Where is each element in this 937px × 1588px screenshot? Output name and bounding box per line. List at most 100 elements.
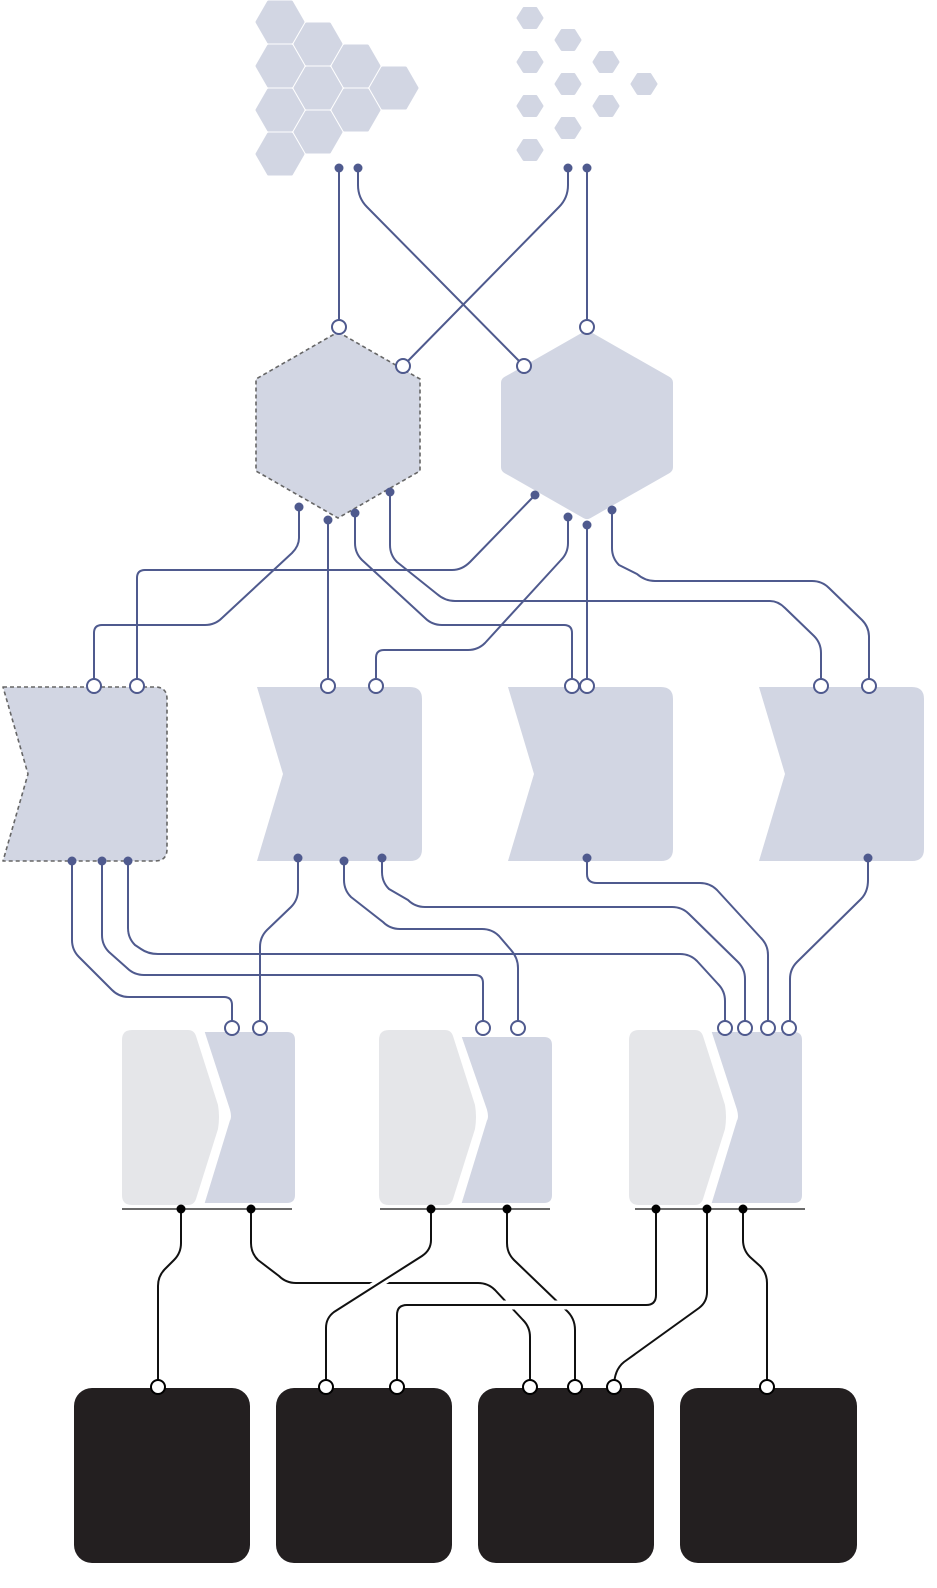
small-hexagon-icon	[592, 51, 620, 73]
output-port-dot[interactable]	[323, 515, 333, 525]
wire	[742, 1208, 768, 1388]
sink-box-4[interactable]	[680, 1388, 857, 1563]
output-port-dot[interactable]	[377, 853, 387, 863]
input-port[interactable]	[331, 319, 347, 335]
small-hexagon-icon	[554, 73, 582, 95]
wire	[259, 857, 299, 1029]
hexagon-node-1[interactable]	[255, 331, 421, 519]
blue-wires	[71, 167, 870, 1029]
ghost-chevron-1	[122, 1030, 219, 1205]
small-hexagon-icon	[554, 117, 582, 139]
small-hexagon-icon	[592, 95, 620, 117]
small-hexagon-icon	[630, 73, 658, 95]
output-port-dot[interactable]	[563, 512, 573, 522]
input-port[interactable]	[320, 678, 336, 694]
input-port[interactable]	[737, 1020, 753, 1036]
input-port[interactable]	[395, 358, 411, 374]
input-port[interactable]	[760, 1020, 776, 1036]
hexagon-icon	[369, 66, 419, 110]
chevron-block-2[interactable]	[457, 1033, 556, 1207]
sink-input-port[interactable]	[567, 1379, 583, 1395]
notched-block-1[interactable]	[2, 686, 168, 862]
output-port-dot[interactable]	[294, 502, 304, 512]
input-port[interactable]	[564, 678, 580, 694]
sink-input-port[interactable]	[150, 1379, 166, 1395]
output-port-dot[interactable]	[67, 856, 77, 866]
input-port[interactable]	[129, 678, 145, 694]
output-port-dot[interactable]	[651, 1204, 661, 1214]
output-port-dot[interactable]	[293, 853, 303, 863]
input-port[interactable]	[813, 678, 829, 694]
sink-input-port[interactable]	[522, 1379, 538, 1395]
source-clusters	[255, 0, 658, 176]
input-port[interactable]	[717, 1020, 733, 1036]
wire	[611, 509, 870, 687]
input-port[interactable]	[368, 678, 384, 694]
chevron-block-1[interactable]	[200, 1028, 299, 1207]
output-port-dot[interactable]	[176, 1204, 186, 1214]
output-port-dot[interactable]	[607, 505, 617, 515]
output-port-dot[interactable]	[563, 163, 573, 173]
input-port[interactable]	[579, 319, 595, 335]
input-port[interactable]	[861, 678, 877, 694]
output-port-dot[interactable]	[385, 487, 395, 497]
input-port[interactable]	[781, 1020, 797, 1036]
input-port[interactable]	[475, 1020, 491, 1036]
wire	[93, 506, 300, 687]
sink-input-port[interactable]	[759, 1379, 775, 1395]
sink-input-port[interactable]	[318, 1379, 334, 1395]
output-port-dot[interactable]	[246, 1204, 256, 1214]
sink-box-3[interactable]	[478, 1388, 654, 1563]
hexagon-node-2[interactable]	[501, 331, 673, 519]
input-port[interactable]	[224, 1020, 240, 1036]
output-port-dot[interactable]	[530, 490, 540, 500]
hexagon-icon	[255, 88, 305, 132]
output-port-dot[interactable]	[123, 856, 133, 866]
output-port-dot[interactable]	[738, 1204, 748, 1214]
sink-box-1[interactable]	[74, 1388, 250, 1563]
output-port-dot[interactable]	[702, 1204, 712, 1214]
hexagon-icon	[293, 22, 343, 66]
output-port-dot[interactable]	[502, 1204, 512, 1214]
output-port-dot[interactable]	[582, 853, 592, 863]
output-port-dot[interactable]	[334, 163, 344, 173]
output-port-dot[interactable]	[353, 163, 363, 173]
input-port[interactable]	[579, 678, 595, 694]
chevron-block-3[interactable]	[707, 1028, 806, 1207]
wire	[402, 167, 569, 367]
notched-block-2[interactable]	[257, 687, 422, 861]
wire	[71, 860, 233, 1029]
wire	[789, 857, 869, 1029]
ghost-chevron-2	[379, 1030, 476, 1205]
output-port-dot[interactable]	[350, 508, 360, 518]
wire	[613, 1208, 708, 1388]
notched-block-3[interactable]	[508, 687, 673, 861]
wire	[396, 1208, 657, 1388]
output-port-dot[interactable]	[97, 856, 107, 866]
hexagon-icon	[293, 110, 343, 154]
notched-block-4[interactable]	[759, 687, 924, 861]
sink-input-port[interactable]	[606, 1379, 622, 1395]
input-port[interactable]	[516, 358, 532, 374]
output-port-dot[interactable]	[426, 1204, 436, 1214]
black-wires	[157, 1208, 768, 1388]
wire	[250, 1208, 531, 1388]
output-port-dot[interactable]	[582, 520, 592, 530]
input-port[interactable]	[510, 1020, 526, 1036]
wire	[389, 491, 822, 687]
ghost-chevron-3	[629, 1030, 726, 1205]
output-port-dot[interactable]	[339, 856, 349, 866]
wire	[343, 860, 519, 1029]
small-hexagon-icon	[516, 95, 544, 117]
sink-input-port[interactable]	[389, 1379, 405, 1395]
wire	[357, 167, 525, 367]
input-port[interactable]	[252, 1020, 268, 1036]
input-port[interactable]	[86, 678, 102, 694]
wire	[586, 857, 769, 1029]
wire	[375, 516, 569, 687]
hexagon-icon	[331, 88, 381, 132]
hexagon-icon	[255, 44, 305, 88]
output-port-dot[interactable]	[582, 163, 592, 173]
sink-box-2[interactable]	[276, 1388, 452, 1563]
output-port-dot[interactable]	[863, 853, 873, 863]
